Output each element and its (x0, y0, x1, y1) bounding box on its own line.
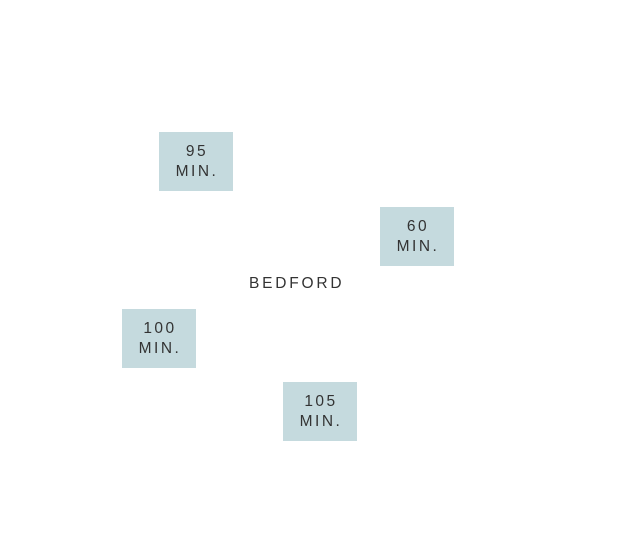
travel-time-unit: MIN. (138, 339, 182, 357)
travel-time-unit: MIN. (175, 162, 219, 180)
travel-time-value: 100 (143, 319, 177, 337)
travel-time-box-105: 105 MIN. (283, 382, 357, 441)
travel-time-value: 95 (185, 142, 209, 160)
travel-time-unit: MIN. (299, 412, 343, 430)
travel-time-value: 60 (406, 217, 430, 235)
travel-time-box-60: 60 MIN. (380, 207, 454, 266)
travel-time-unit: MIN. (396, 237, 440, 255)
travel-time-value: 105 (304, 392, 338, 410)
travel-time-box-95: 95 MIN. (159, 132, 233, 191)
travel-time-box-100: 100 MIN. (122, 309, 196, 368)
center-location-label: BEDFORD (249, 275, 345, 292)
